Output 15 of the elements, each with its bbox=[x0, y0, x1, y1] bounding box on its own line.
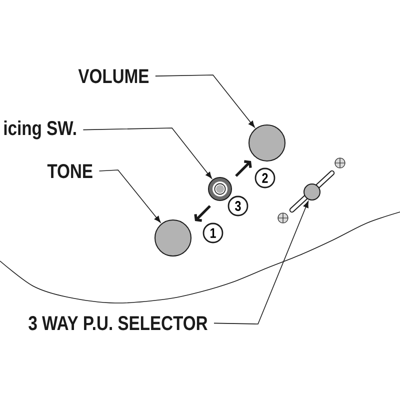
part-label: TONE bbox=[47, 164, 92, 178]
part-label: icing SW. bbox=[4, 120, 76, 140]
circled-number: 1 bbox=[202, 222, 224, 244]
knob bbox=[248, 124, 286, 162]
leader-line bbox=[155, 74, 255, 128]
leader-line bbox=[82, 128, 212, 179]
circled-number: 2 bbox=[254, 168, 276, 188]
leader-line bbox=[98, 170, 161, 223]
rotary-switch bbox=[208, 177, 232, 201]
part-label: 3 WAY P.U. SELECTOR bbox=[28, 316, 208, 330]
knob bbox=[154, 220, 192, 256]
part-label: VOLUME bbox=[78, 69, 149, 84]
leader-line bbox=[214, 201, 309, 324]
circled-number: 3 bbox=[228, 196, 248, 216]
selector-knob bbox=[304, 184, 320, 200]
